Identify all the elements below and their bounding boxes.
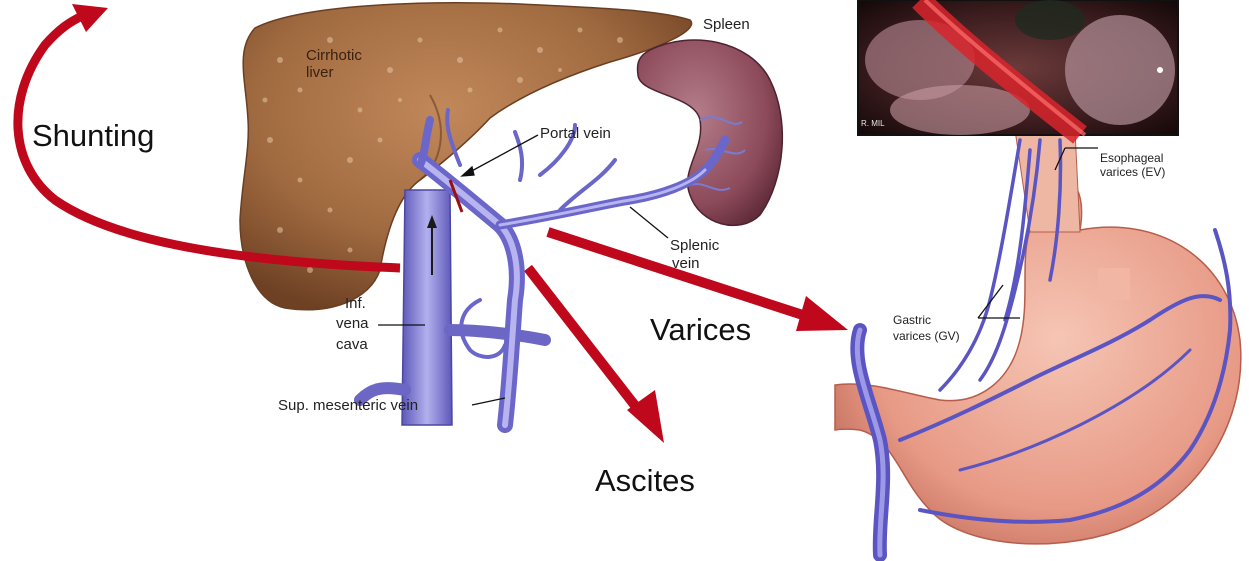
shunting-label: Shunting — [32, 118, 154, 154]
ivc-label-line3: cava — [336, 337, 368, 353]
ascites-label: Ascites — [595, 463, 695, 499]
ascites-arrow — [528, 268, 664, 443]
gastric-varices-label-line2: varices (GV) — [893, 330, 960, 343]
liver-label-line2: liver — [306, 65, 334, 81]
splenic-vein-label-line2: vein — [672, 256, 700, 272]
spleen-label: Spleen — [703, 17, 750, 33]
esophageal-varices-label-line1: Esophageal — [1100, 152, 1163, 165]
esophageal-varices-label-line2: varices (EV) — [1100, 166, 1165, 179]
splenic-vein-label-line1: Splenic — [670, 238, 719, 254]
liver-label-line1: Cirrhotic — [306, 48, 362, 64]
smv-label: Sup. mesenteric vein — [278, 398, 418, 414]
endoscopy-caption: R. MIL — [861, 119, 885, 128]
portal-vein-label: Portal vein — [540, 126, 611, 142]
ivc-label-line1: Inf. — [345, 296, 366, 312]
gastric-varices-label-line1: Gastric — [893, 314, 931, 327]
endoscopy-photo — [858, 0, 1178, 135]
ivc-label-line2: vena — [336, 316, 369, 332]
varices-label: Varices — [650, 312, 751, 348]
